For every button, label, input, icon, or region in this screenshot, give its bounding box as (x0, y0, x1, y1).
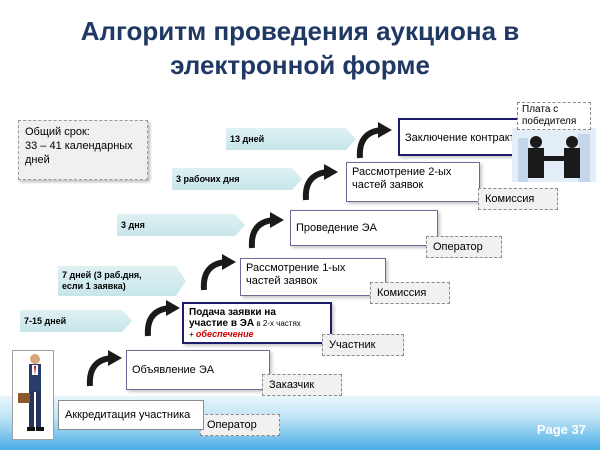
step-review-second-parts: Рассмотрение 2-ых частей заявок (346, 162, 480, 202)
handshake-illustration (512, 98, 596, 182)
note-line-3: дней (25, 154, 50, 166)
handshake-icon (512, 128, 596, 182)
role-label: Участник (329, 339, 376, 351)
total-term-note: Общий срок: 33 – 41 календарных дней (18, 120, 148, 180)
role-tag-operator: Оператор (426, 236, 502, 258)
step-label: Заключение контракта (405, 132, 521, 144)
duration-label-line-1: 7 дней (3 раб.дня, (62, 270, 142, 280)
note-line-1: Общий срок: (25, 126, 90, 138)
step-label-line-3a: + (189, 330, 196, 339)
role-tag-customer: Заказчик (262, 374, 342, 396)
note-line-2: 33 – 41 календарных (25, 140, 133, 152)
role-label: Оператор (207, 419, 257, 431)
step-label-line-2: частей заявок (352, 179, 424, 191)
step-label: Объявление ЭА (132, 364, 215, 376)
step-review-first-parts: Рассмотрение 1-ых частей заявок (240, 258, 386, 296)
businessman-icon (18, 354, 44, 431)
step-label-line-2: частей заявок (246, 275, 318, 287)
curl-arrow-icon (302, 164, 338, 201)
winner-payment-note: Плата с победителя (517, 102, 591, 130)
page-title: Алгоритм проведения аукциона в электронн… (0, 14, 600, 82)
curl-arrow-icon (356, 122, 392, 159)
role-tag-participant: Участник (322, 334, 404, 356)
duration-arrow-review1: 7 дней (3 раб.дня, если 1 заявка) (58, 266, 186, 296)
step-label: Аккредитация участника (65, 409, 191, 421)
step-label-line-3b: обеспечение (195, 329, 254, 339)
role-label: Комиссия (485, 193, 535, 205)
payment-line-1: Плата с (522, 104, 559, 115)
duration-label: 7-15 дней (24, 315, 67, 326)
step-accreditation: Аккредитация участника (58, 400, 204, 430)
duration-arrow-contract: 13 дней (226, 128, 356, 150)
duration-label: 3 дня (121, 219, 145, 230)
curl-arrow-icon (200, 254, 236, 291)
step-label-line-1: Рассмотрение 1-ых (246, 262, 346, 274)
businessman-illustration (12, 350, 54, 440)
duration-label-line-2: если 1 заявка) (62, 281, 126, 291)
duration-label: 3 рабочих дня (176, 173, 240, 184)
curl-arrow-icon (86, 350, 122, 387)
step-label-line-2a: участие в ЭА (189, 318, 255, 329)
step-label-line-1: Рассмотрение 2-ых (352, 166, 452, 178)
role-label: Заказчик (269, 379, 315, 391)
step-label-line-1: Подача заявки на (189, 307, 276, 318)
role-tag-commission: Комиссия (478, 188, 558, 210)
role-label: Оператор (433, 241, 483, 253)
step-contract: Заключение контракта (398, 118, 530, 156)
curl-arrow-icon (144, 300, 180, 337)
duration-arrow-submit: 7-15 дней (20, 310, 132, 332)
duration-label: 13 дней (230, 133, 265, 144)
step-announcement: Объявление ЭА (126, 350, 270, 390)
duration-arrow-conduct: 3 дня (117, 214, 245, 236)
role-tag-commission: Комиссия (370, 282, 450, 304)
curl-arrow-icon (248, 212, 284, 249)
title-line-2: электронной форме (170, 50, 430, 80)
step-submit-application: Подача заявки на участие в ЭА в 2-х част… (182, 302, 332, 344)
title-line-1: Алгоритм проведения аукциона в (80, 16, 520, 46)
duration-arrow-review2: 3 рабочих дня (172, 168, 302, 190)
payment-line-2: победителя (522, 116, 577, 127)
step-label: Проведение ЭА (296, 222, 377, 234)
role-label: Комиссия (377, 287, 427, 299)
page-number: Page 37 (536, 422, 586, 437)
role-tag-operator: Оператор (200, 414, 280, 436)
step-label-line-2b: в 2-х частях (254, 319, 301, 328)
step-conduct: Проведение ЭА (290, 210, 438, 246)
